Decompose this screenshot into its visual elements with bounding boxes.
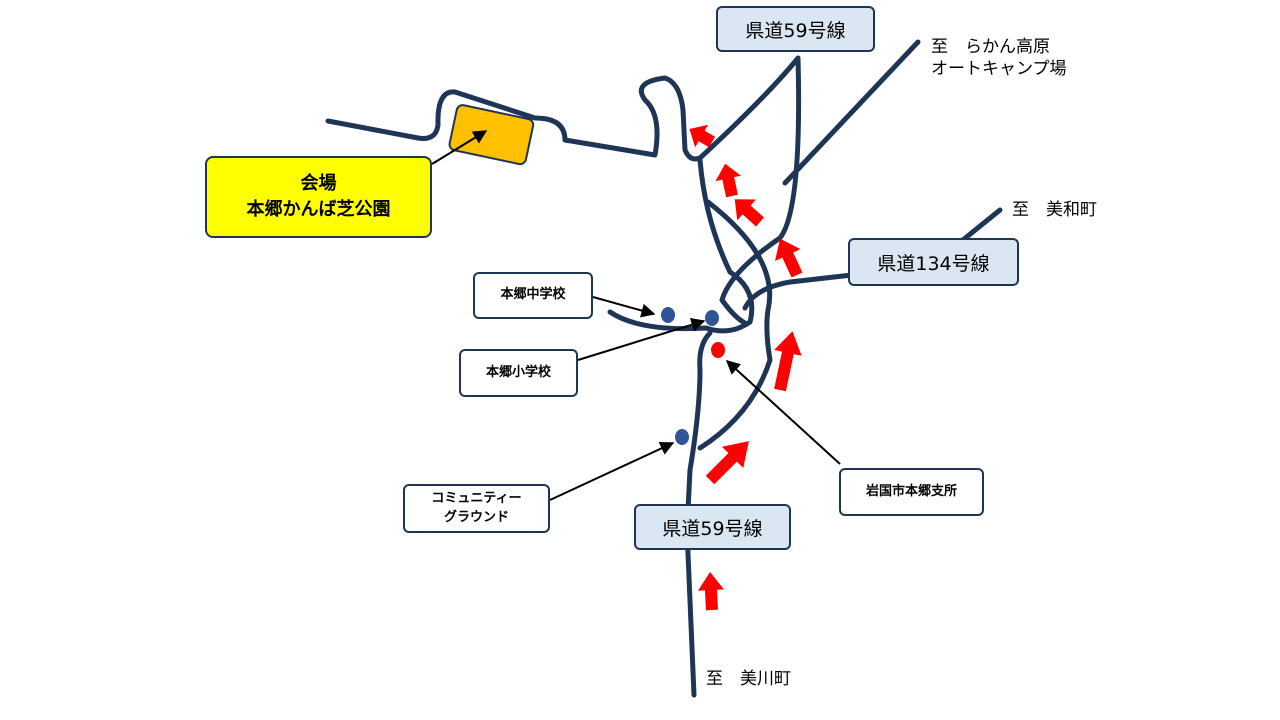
community-ground-line2: グラウンド xyxy=(443,509,509,525)
destination-rakan-line2: オートキャンプ場 xyxy=(931,59,1067,80)
road-to-rakan xyxy=(782,39,921,186)
river-road xyxy=(325,75,703,162)
branch-office-label[interactable]: 岩国市本郷支所 xyxy=(839,468,984,516)
junior-high-pointer xyxy=(592,296,656,318)
venue-pointer xyxy=(431,130,488,165)
route-arrow xyxy=(705,441,749,485)
route-arrow xyxy=(689,124,715,148)
community-ground-dot[interactable] xyxy=(675,429,689,445)
junior-high-school-label[interactable]: 本郷中学校 xyxy=(473,272,593,319)
route-59-south-label: 県道59号線 xyxy=(634,504,791,550)
route-arrow xyxy=(734,199,765,227)
route-59-north-label: 県道59号線 xyxy=(716,6,875,52)
main-road-route-59 xyxy=(684,330,713,698)
road-west-spur xyxy=(607,157,755,334)
branch-office-pointer xyxy=(725,360,841,465)
venue-label-line1: 会場 xyxy=(300,172,337,194)
venue-marker[interactable] xyxy=(448,104,535,166)
elementary-school-label[interactable]: 本郷小学校 xyxy=(459,349,578,397)
branch-office-dot[interactable] xyxy=(711,342,725,358)
destination-miwa: 至 美和町 xyxy=(1012,200,1097,220)
destination-rakan-kogen: 至 らかん高原 オートキャンプ場 xyxy=(931,36,1067,80)
route-134-label: 県道134号線 xyxy=(848,238,1019,286)
community-ground-line1: コミュニティー xyxy=(431,490,522,506)
route-arrow-group xyxy=(689,124,803,611)
venue-label[interactable]: 会場 本郷かんば芝公園 xyxy=(205,156,432,238)
community-ground-label[interactable]: コミュニティー グラウンド xyxy=(403,484,550,533)
destination-mikawa: 至 美川町 xyxy=(706,669,791,689)
ground-pointer xyxy=(549,441,675,501)
venue-label-line2: 本郷かんば芝公園 xyxy=(246,199,391,220)
route-arrow xyxy=(715,163,741,198)
elementary-pointer xyxy=(577,318,706,361)
elementary-school-dot[interactable] xyxy=(705,310,719,326)
destination-rakan-line1: 至 らかん高原 xyxy=(931,37,1050,57)
route-arrow xyxy=(697,572,724,611)
road-loop xyxy=(697,55,802,326)
route-arrow xyxy=(774,331,802,392)
road-east-bypass xyxy=(697,199,773,451)
junior-high-school-dot[interactable] xyxy=(661,307,675,323)
route-arrow xyxy=(775,238,803,278)
